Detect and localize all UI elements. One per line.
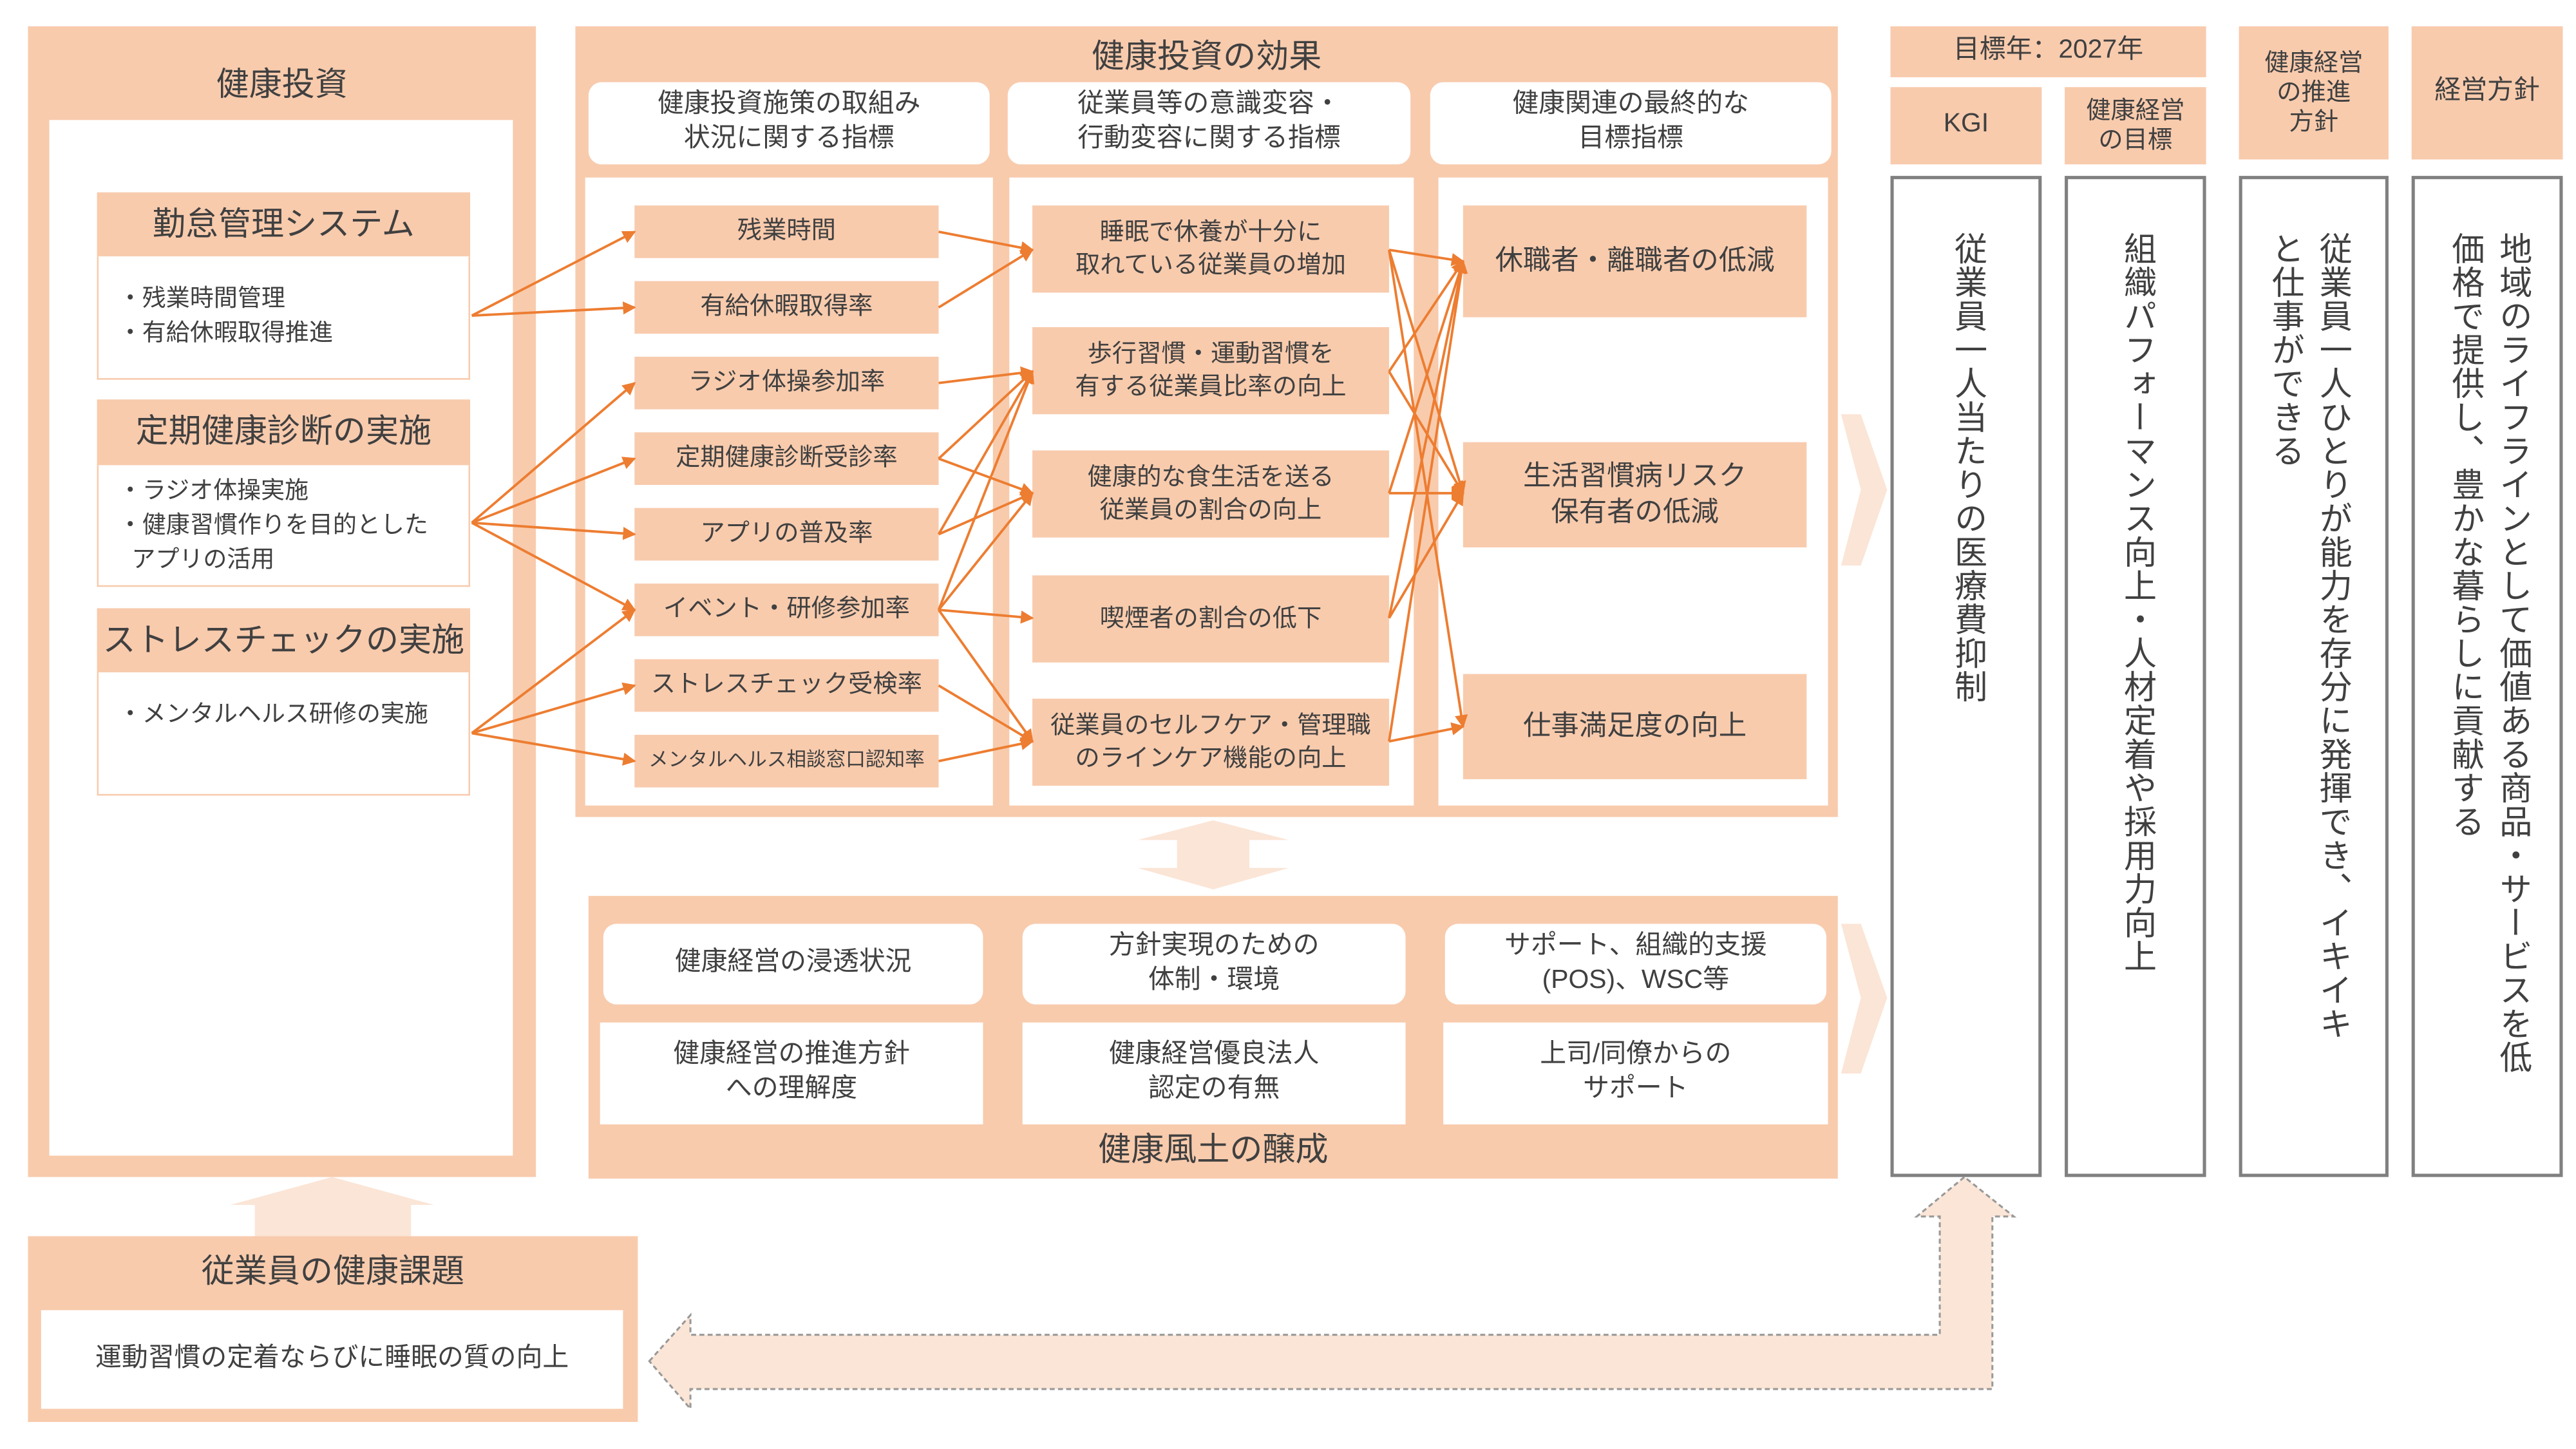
indicator-box: 仕事満足度の向上 xyxy=(1463,674,1807,779)
issue-title: 従業員の健康課題 xyxy=(201,1254,465,1291)
connector-arrow xyxy=(471,609,636,734)
connector-arrow xyxy=(471,301,636,317)
group-body-stress: ・メンタルヘルス研修の実施 xyxy=(97,672,471,796)
indicator-box: 睡眠で休養が十分に 取れている従業員の増加 xyxy=(1032,205,1389,293)
connector-arrow xyxy=(1388,260,1466,494)
chevron-arrow-effects-to-goals xyxy=(1841,414,1888,566)
group-item: ・残業時間管理 xyxy=(118,286,285,312)
kgi-text: 従業員一人当たりの医療費抑制 xyxy=(1949,231,1985,704)
culture-item: 健康経営優良法人 認定の有無 xyxy=(1022,1022,1406,1124)
connector-arrow xyxy=(1388,249,1465,267)
connector-arrow xyxy=(471,732,636,766)
management-header: 経営方針 xyxy=(2411,26,2563,160)
culture-item: サポート、組織的支援 (POS)、WSC等 xyxy=(1444,923,1826,1005)
indicator-box: 休職者・離職者の低減 xyxy=(1463,205,1807,317)
connector-arrow xyxy=(938,737,1034,762)
culture-item: 上司/同僚からの サポート xyxy=(1443,1022,1828,1124)
group-item: ・健康習慣作りを目的とした xyxy=(118,513,428,540)
connector-arrow xyxy=(938,609,1034,624)
connector-arrow xyxy=(938,491,1034,536)
connector-arrow xyxy=(1388,249,1468,728)
connector-arrow xyxy=(1388,260,1468,742)
connector-arrow xyxy=(1388,722,1465,743)
management-box: 地域のライフラインとして価値ある商品・サービスを低価格で提供し、豊かな暮らしに貢… xyxy=(2411,176,2563,1177)
indicator-box: 有給休暇取得率 xyxy=(634,281,939,334)
indicator-box: 定期健康診断受診率 xyxy=(634,432,939,486)
connector-arrow xyxy=(938,457,1034,496)
indicator-box: 生活習慣病リスク 保有者の低減 xyxy=(1463,442,1807,548)
target-year: 目標年：2027年 xyxy=(1890,26,2206,77)
chevron-arrow-culture-to-goals xyxy=(1841,923,1888,1074)
connector-arrow xyxy=(471,231,636,317)
health-goal-text: 組織パフォーマンス向上・人材定着や採用力向上 xyxy=(2118,231,2155,974)
group-title-stress: ストレスチェックの実施 xyxy=(97,608,471,673)
indicator-box: アプリの普及率 xyxy=(634,507,939,561)
connector-arrow xyxy=(938,491,1034,611)
culture-item: 健康経営の浸透状況 xyxy=(603,923,983,1005)
policy-text: 従業員一人ひとりが能力を存分に発揮でき、イキイキと仕事ができる xyxy=(2266,231,2350,1041)
indicator-box: メンタルヘルス相談窓口認知率 xyxy=(634,735,939,788)
double-arrow-effects-culture xyxy=(1137,820,1289,889)
indicator-box: 健康的な食生活を送る 従業員の割合の向上 xyxy=(1032,450,1389,538)
connector-arrow xyxy=(938,684,1034,743)
column-header-initiatives: 健康投資施策の取組み 状況に関する指標 xyxy=(588,82,990,165)
connector-arrow xyxy=(938,249,1034,308)
health-goal-box: 組織パフォーマンス向上・人材定着や採用力向上 xyxy=(2065,176,2206,1177)
connector-arrow xyxy=(938,370,1034,460)
group-item: ・ラジオ体操実施 xyxy=(118,478,309,505)
indicator-box: ストレスチェック受検率 xyxy=(634,659,939,712)
connector-arrow xyxy=(938,231,1034,254)
connector-arrow xyxy=(471,682,636,735)
connector-arrow xyxy=(1388,370,1464,495)
group-body-attendance: ・残業時間管理 ・有給休暇取得推進 xyxy=(97,256,471,380)
column-header-final: 健康関連の最終的な 目標指標 xyxy=(1430,82,1832,165)
policy-header: 健康経営 の推進 方針 xyxy=(2239,26,2389,160)
culture-item: 方針実現のための 体制・環境 xyxy=(1022,923,1406,1005)
effects-title: 健康投資の効果 xyxy=(1091,39,1322,76)
connector-arrow xyxy=(471,457,636,524)
group-body-checkup: ・ラジオ体操実施 ・健康習慣作りを目的とした アプリの活用 xyxy=(97,465,471,587)
connector-arrow xyxy=(937,370,1034,611)
connector-arrow xyxy=(471,382,636,524)
management-text: 地域のライフラインとして価値ある商品・サービスを低価格で提供し、豊かな暮らしに貢… xyxy=(2446,231,2530,1075)
indicator-box: イベント・研修参加率 xyxy=(634,583,939,636)
policy-box: 従業員一人ひとりが能力を存分に発揮でき、イキイキと仕事ができる xyxy=(2239,176,2389,1177)
indicator-box: 残業時間 xyxy=(634,205,939,258)
indicator-box: 従業員のセルフケア・管理職 のラインケア機能の向上 xyxy=(1032,698,1389,786)
investment-title: 健康投資 xyxy=(216,67,348,104)
dotted-double-arrow-issue-to-kgi xyxy=(648,1175,2017,1412)
connector-arrow xyxy=(1388,260,1464,372)
indicator-box: 歩行習慣・運動習慣を 有する従業員比率の向上 xyxy=(1032,327,1389,415)
connector-arrow xyxy=(1388,249,1466,495)
indicator-box: 喫煙者の割合の低下 xyxy=(1032,575,1389,663)
group-item: アプリの活用 xyxy=(118,547,275,574)
up-arrow-issue-to-investment xyxy=(230,1177,434,1236)
group-item: ・メンタルヘルス研修の実施 xyxy=(118,701,428,728)
culture-title: 健康風土の醸成 xyxy=(1098,1132,1329,1169)
group-item: ・有給休暇取得推進 xyxy=(118,320,333,347)
culture-item: 健康経営の推進方針 への理解度 xyxy=(600,1022,983,1124)
connector-arrow xyxy=(937,609,1034,743)
health-goal-header: 健康経営 の目標 xyxy=(2065,87,2206,165)
connector-arrow xyxy=(938,366,1034,384)
group-title-checkup: 定期健康診断の実施 xyxy=(97,399,471,466)
connector-arrow xyxy=(1388,491,1464,619)
connector-arrow xyxy=(937,370,1034,535)
issue-text: 運動習慣の定着ならびに睡眠の質の向上 xyxy=(41,1310,623,1409)
column-header-behavior: 従業員等の意識変容・ 行動変容に関する指標 xyxy=(1007,82,1411,165)
kgi-box: 従業員一人当たりの医療費抑制 xyxy=(1890,176,2042,1177)
indicator-box: ラジオ体操参加率 xyxy=(634,356,939,410)
connector-arrow xyxy=(471,522,636,611)
kgi-header: KGI xyxy=(1890,87,2042,165)
connector-arrow xyxy=(1388,260,1468,619)
connector-arrow xyxy=(471,521,636,540)
group-title-attendance: 勤怠管理システム xyxy=(97,192,471,257)
